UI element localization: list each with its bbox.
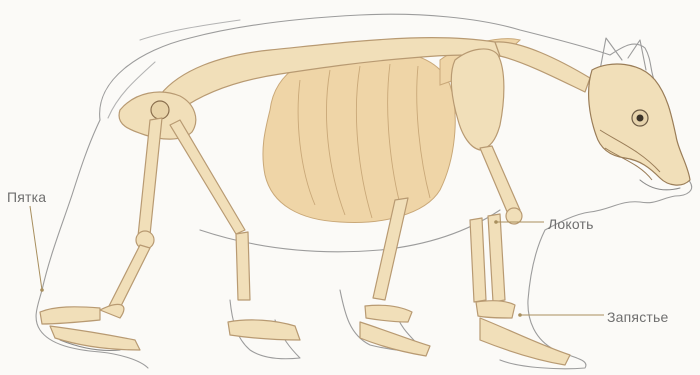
hind-legs <box>40 118 300 350</box>
scapula <box>451 49 504 150</box>
heel-leader-line <box>30 206 42 290</box>
heel-label: Пятка <box>7 189 46 205</box>
skull <box>589 64 690 185</box>
wrist-label: Запястье <box>607 309 669 325</box>
elbow-label: Локоть <box>548 216 594 232</box>
